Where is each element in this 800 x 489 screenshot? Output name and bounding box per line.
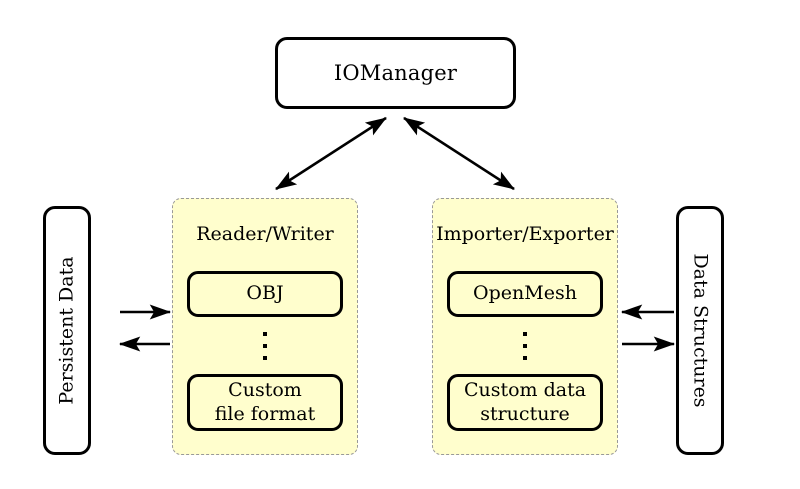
ellipsis-dot <box>263 332 267 336</box>
iomanager-box[interactable]: IOManager <box>275 37 516 109</box>
persistent-data-label: Persistent Data <box>55 256 78 405</box>
reader-writer-panel[interactable]: Reader/Writer OBJ Custom file format <box>172 198 358 455</box>
ellipsis-dot <box>523 356 527 360</box>
importer-exporter-panel-title: Importer/Exporter <box>436 223 614 245</box>
custom-file-format-line2: file format <box>214 402 316 425</box>
persistent-data-box[interactable]: Persistent Data <box>43 206 91 455</box>
custom-file-format-line1: Custom <box>228 379 302 402</box>
importer-exporter-panel[interactable]: Importer/Exporter OpenMesh Custom data s… <box>432 198 618 455</box>
importer-exporter-item-custom-data-structure-label: Custom data structure <box>464 379 586 425</box>
reader-writer-item-custom-file-format-label: Custom file format <box>215 379 316 425</box>
custom-data-structure-line2: structure <box>480 402 570 425</box>
ellipsis-dot <box>263 356 267 360</box>
custom-data-structure-line1: Custom data <box>463 379 587 402</box>
data-structures-box[interactable]: Data Structures <box>676 206 724 455</box>
reader-writer-ellipsis-icon <box>173 332 357 360</box>
data-structures-label: Data Structures <box>689 253 712 408</box>
iomanager-label: IOManager <box>333 61 458 85</box>
arrow-manager-importerexporter <box>403 116 515 191</box>
ellipsis-dot <box>523 344 527 348</box>
importer-exporter-ellipsis-icon <box>433 332 617 360</box>
reader-writer-item-obj[interactable]: OBJ <box>187 271 343 317</box>
ellipsis-dot <box>523 332 527 336</box>
importer-exporter-item-openmesh[interactable]: OpenMesh <box>447 271 603 317</box>
reader-writer-item-obj-label: OBJ <box>246 282 284 305</box>
reader-writer-item-custom-file-format[interactable]: Custom file format <box>187 374 343 431</box>
arrow-manager-readerwriter <box>275 116 387 191</box>
ellipsis-dot <box>263 344 267 348</box>
reader-writer-panel-title: Reader/Writer <box>196 223 334 245</box>
importer-exporter-item-openmesh-label: OpenMesh <box>473 282 577 305</box>
importer-exporter-item-custom-data-structure[interactable]: Custom data structure <box>447 374 603 431</box>
